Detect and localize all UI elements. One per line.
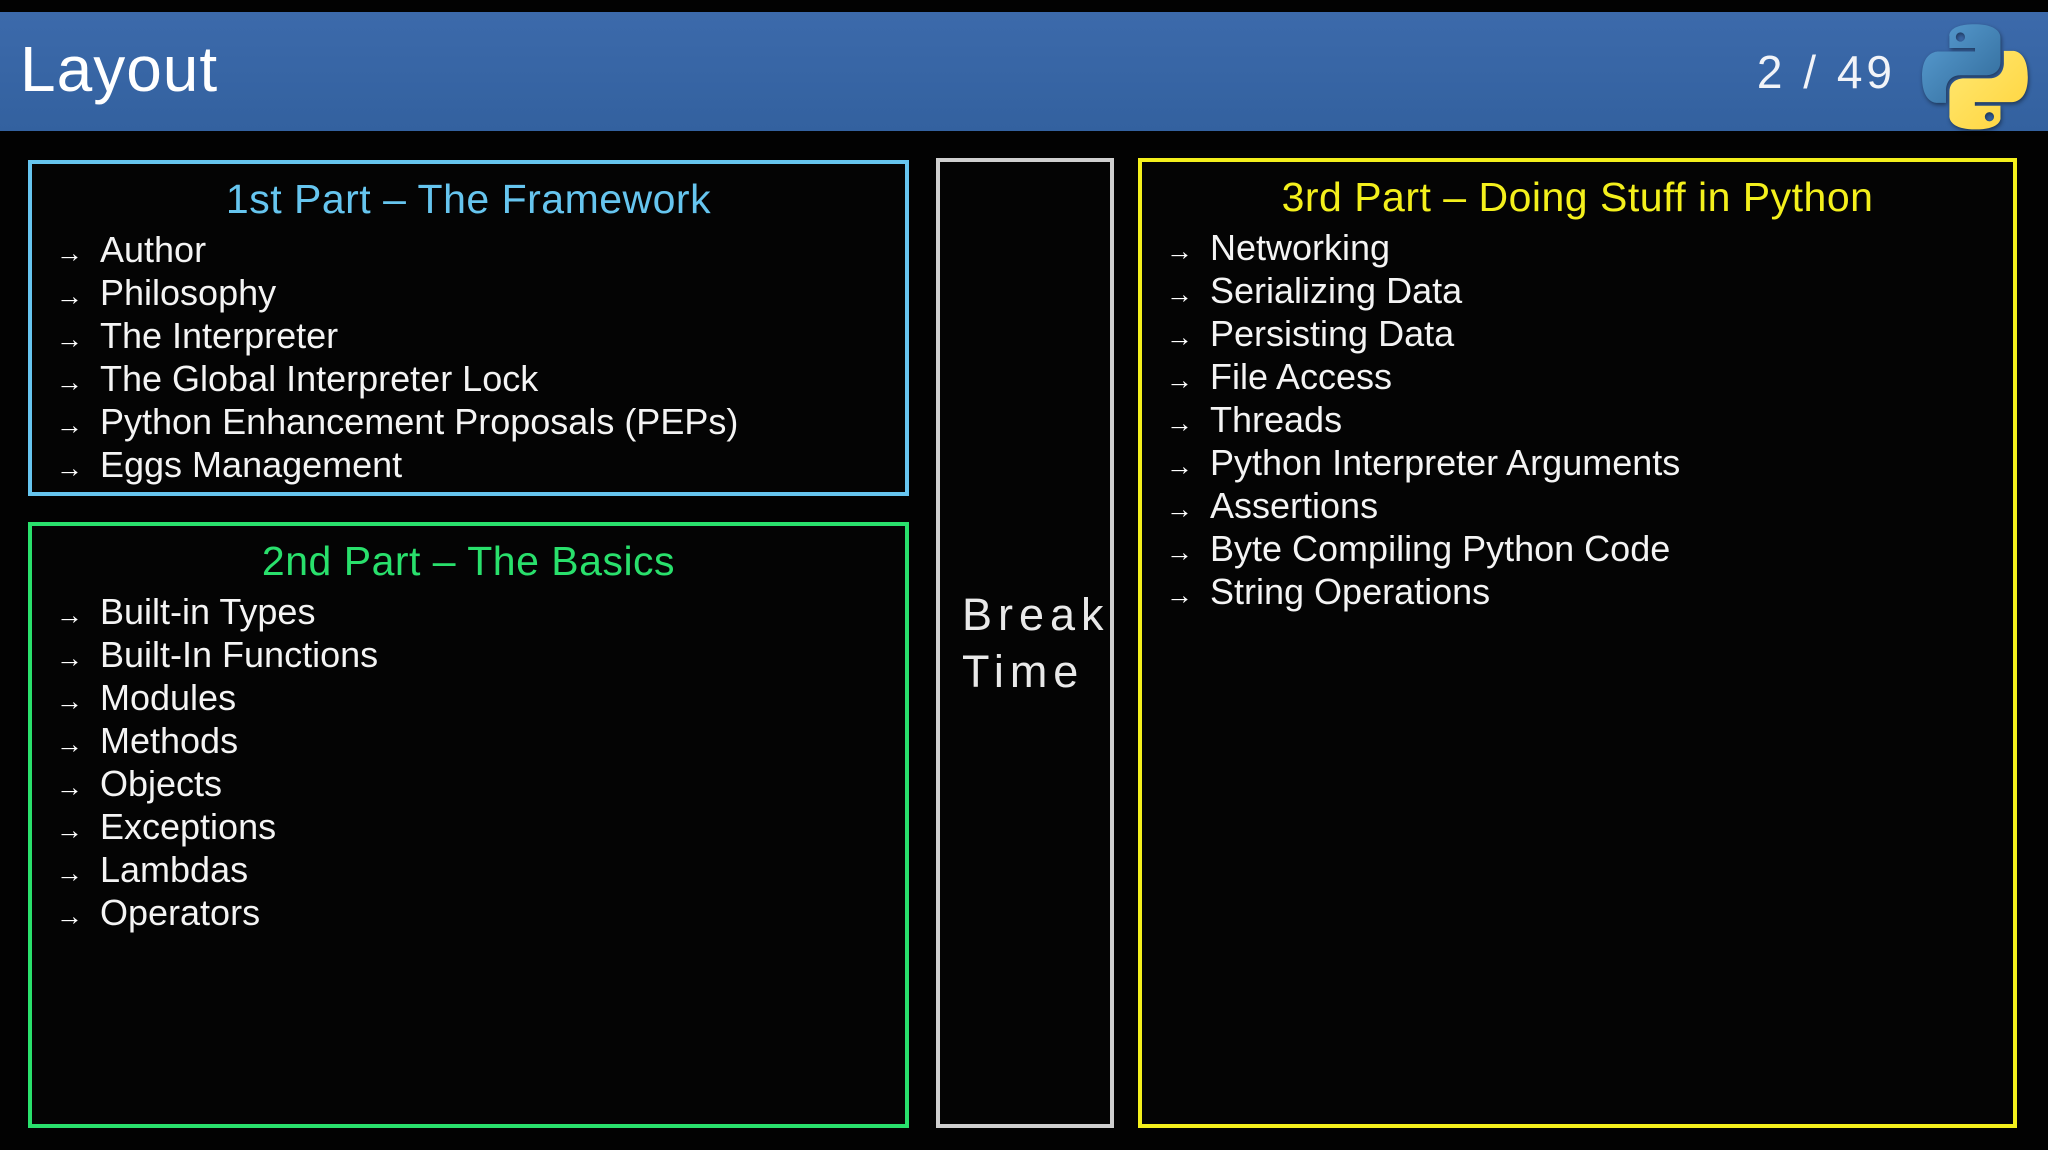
section-part1: 1st Part – The Framework → Author → Phil… [28, 160, 909, 496]
list-item: → The Global Interpreter Lock [32, 358, 905, 401]
list-item: → Eggs Management [32, 444, 905, 487]
arrow-bullet-icon: → [1166, 451, 1193, 481]
list-item: → Built-In Functions [32, 634, 905, 677]
break-line-2: Time [962, 646, 1085, 697]
arrow-bullet-icon: → [56, 901, 83, 931]
arrow-bullet-icon: → [56, 815, 83, 845]
arrow-bullet-icon: → [56, 772, 83, 802]
list-item: → File Access [1142, 356, 2013, 399]
list-item: → The Interpreter [32, 315, 905, 358]
list-item: → Exceptions [32, 806, 905, 849]
section-part1-title: 1st Part – The Framework [225, 176, 712, 222]
section-part3: 3rd Part – Doing Stuff in Python → Netwo… [1138, 158, 2017, 1128]
arrow-bullet-icon: → [1166, 580, 1193, 610]
list-item: → Operators [32, 892, 905, 935]
arrow-bullet-icon: → [1166, 365, 1193, 395]
list-item: → Methods [32, 720, 905, 763]
list-item-label: Exceptions [100, 806, 277, 847]
page-number: 2 / 49 [1756, 45, 1896, 98]
section-part2-title: 2nd Part – The Basics [261, 538, 676, 584]
arrow-bullet-icon: → [1166, 408, 1193, 438]
list-item-label: Modules [100, 677, 237, 718]
list-item-label: Objects [100, 763, 223, 804]
break-line-1: Break [962, 589, 1110, 640]
list-item: → Byte Compiling Python Code [1142, 528, 2013, 571]
arrow-bullet-icon: → [56, 858, 83, 888]
list-item-label: Persisting Data [1210, 313, 1455, 354]
arrow-bullet-icon: → [56, 600, 83, 630]
list-item: → Author [32, 229, 905, 272]
list-item: → Threads [1142, 399, 2013, 442]
section-part3-list: → Networking → Serializing Data → Persis… [1142, 227, 2013, 614]
list-item-label: Eggs Management [100, 444, 403, 485]
list-item-label: Byte Compiling Python Code [1210, 528, 1671, 569]
list-item: → Philosophy [32, 272, 905, 315]
list-item-label: String Operations [1210, 571, 1491, 612]
arrow-bullet-icon: → [56, 324, 83, 354]
arrow-bullet-icon: → [1166, 279, 1193, 309]
list-item: → Networking [1142, 227, 2013, 270]
section-part3-title: 3rd Part – Doing Stuff in Python [1281, 174, 1874, 220]
list-item: → Lambdas [32, 849, 905, 892]
list-item-label: File Access [1210, 356, 1393, 397]
list-item-label: Author [100, 229, 207, 270]
list-item-label: Built-in Types [100, 591, 316, 632]
page-title: Layout [20, 32, 219, 105]
list-item-label: Serializing Data [1210, 270, 1463, 311]
list-item-label: Lambdas [100, 849, 249, 890]
list-item-label: Philosophy [100, 272, 277, 313]
list-item-label: The Interpreter [100, 315, 339, 356]
list-item: → Modules [32, 677, 905, 720]
arrow-bullet-icon: → [56, 367, 83, 397]
arrow-bullet-icon: → [56, 410, 83, 440]
list-item-label: Threads [1210, 399, 1343, 440]
arrow-bullet-icon: → [1166, 537, 1193, 567]
list-item-label: Networking [1210, 227, 1391, 268]
section-break: Break Time [936, 158, 1114, 1128]
arrow-bullet-icon: → [56, 686, 83, 716]
arrow-bullet-icon: → [1166, 494, 1193, 524]
list-item-label: Python Enhancement Proposals (PEPs) [100, 401, 739, 442]
python-logo-icon [1922, 24, 2028, 130]
list-item-label: Python Interpreter Arguments [1210, 442, 1681, 483]
list-item-label: Built-In Functions [100, 634, 379, 675]
list-item: → Python Interpreter Arguments [1142, 442, 2013, 485]
arrow-bullet-icon: → [56, 643, 83, 673]
list-item-label: Operators [100, 892, 261, 933]
section-part2: 2nd Part – The Basics → Built-in Types →… [28, 522, 909, 1128]
arrow-bullet-icon: → [1166, 236, 1193, 266]
header-bar: Layout 2 / 49 [0, 12, 2048, 131]
list-item-label: Methods [100, 720, 239, 761]
list-item: → String Operations [1142, 571, 2013, 614]
list-item-label: Assertions [1210, 485, 1379, 526]
arrow-bullet-icon: → [1166, 322, 1193, 352]
list-item: → Serializing Data [1142, 270, 2013, 313]
list-item: → Built-in Types [32, 591, 905, 634]
list-item: → Persisting Data [1142, 313, 2013, 356]
list-item: → Assertions [1142, 485, 2013, 528]
section-part2-list: → Built-in Types → Built-In Functions → … [32, 591, 905, 935]
arrow-bullet-icon: → [56, 238, 83, 268]
arrow-bullet-icon: → [56, 729, 83, 759]
list-item: → Objects [32, 763, 905, 806]
list-item-label: The Global Interpreter Lock [100, 358, 539, 399]
list-item: → Python Enhancement Proposals (PEPs) [32, 401, 905, 444]
arrow-bullet-icon: → [56, 281, 83, 311]
arrow-bullet-icon: → [56, 453, 83, 483]
section-part1-list: → Author → Philosophy → The Interpreter … [32, 229, 905, 487]
